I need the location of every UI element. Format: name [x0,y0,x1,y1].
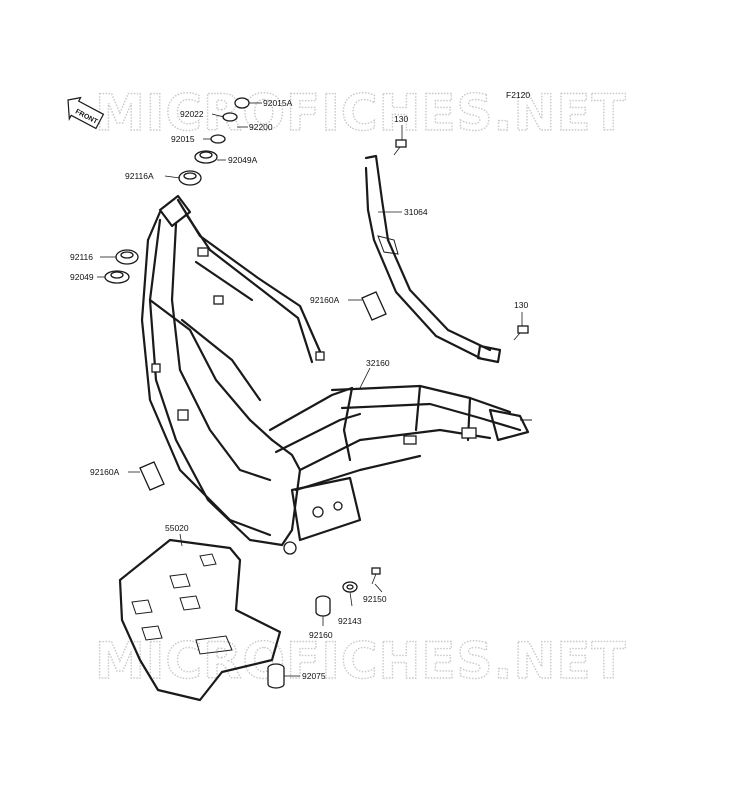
nut-92015 [210,134,226,144]
label-130-top: 130 [394,114,408,124]
label-92015: 92015 [171,134,195,144]
label-92160A-left: 92160A [90,467,120,477]
label-92200: 92200 [249,122,273,132]
cap-nut-92015A [234,97,250,109]
bolt-92150 [371,567,381,585]
washer-92200 [222,112,238,122]
damper-92160A-left [139,461,165,491]
label-92116A: 92116A [125,171,154,181]
collar-92075 [267,663,285,689]
label-92049: 92049 [70,272,94,282]
label-32160: 32160 [366,358,390,368]
label-130-mid: 130 [514,300,528,310]
bolt-130-top [393,139,407,156]
figure-code: F2120 [506,90,530,100]
label-92049A: 92049A [228,155,258,165]
label-31064: 31064 [404,207,428,217]
watermark-top: MICROFICHES.NET [95,84,627,142]
label-55020: 55020 [165,523,189,533]
label-92022: 92022 [180,109,204,119]
bracket-31064 [364,154,502,364]
label-92116: 92116 [70,252,93,262]
label-92160: 92160 [309,630,333,640]
spacer-92160 [315,595,331,617]
spacer-92143 [342,581,358,593]
label-92150: 92150 [363,594,387,604]
label-92160A-top: 92160A [310,295,340,305]
bolt-130-mid [513,325,529,341]
damper-92160A-top [361,291,387,321]
leader-lines [97,102,523,677]
skid-plate-55020 [118,538,282,702]
label-92143: 92143 [338,616,362,626]
bearing-stack [104,97,250,284]
label-92015A: 92015A [263,98,293,108]
main-frame [140,194,532,555]
label-92075: 92075 [302,671,326,681]
watermark-bottom: MICROFICHES.NET [95,632,627,690]
